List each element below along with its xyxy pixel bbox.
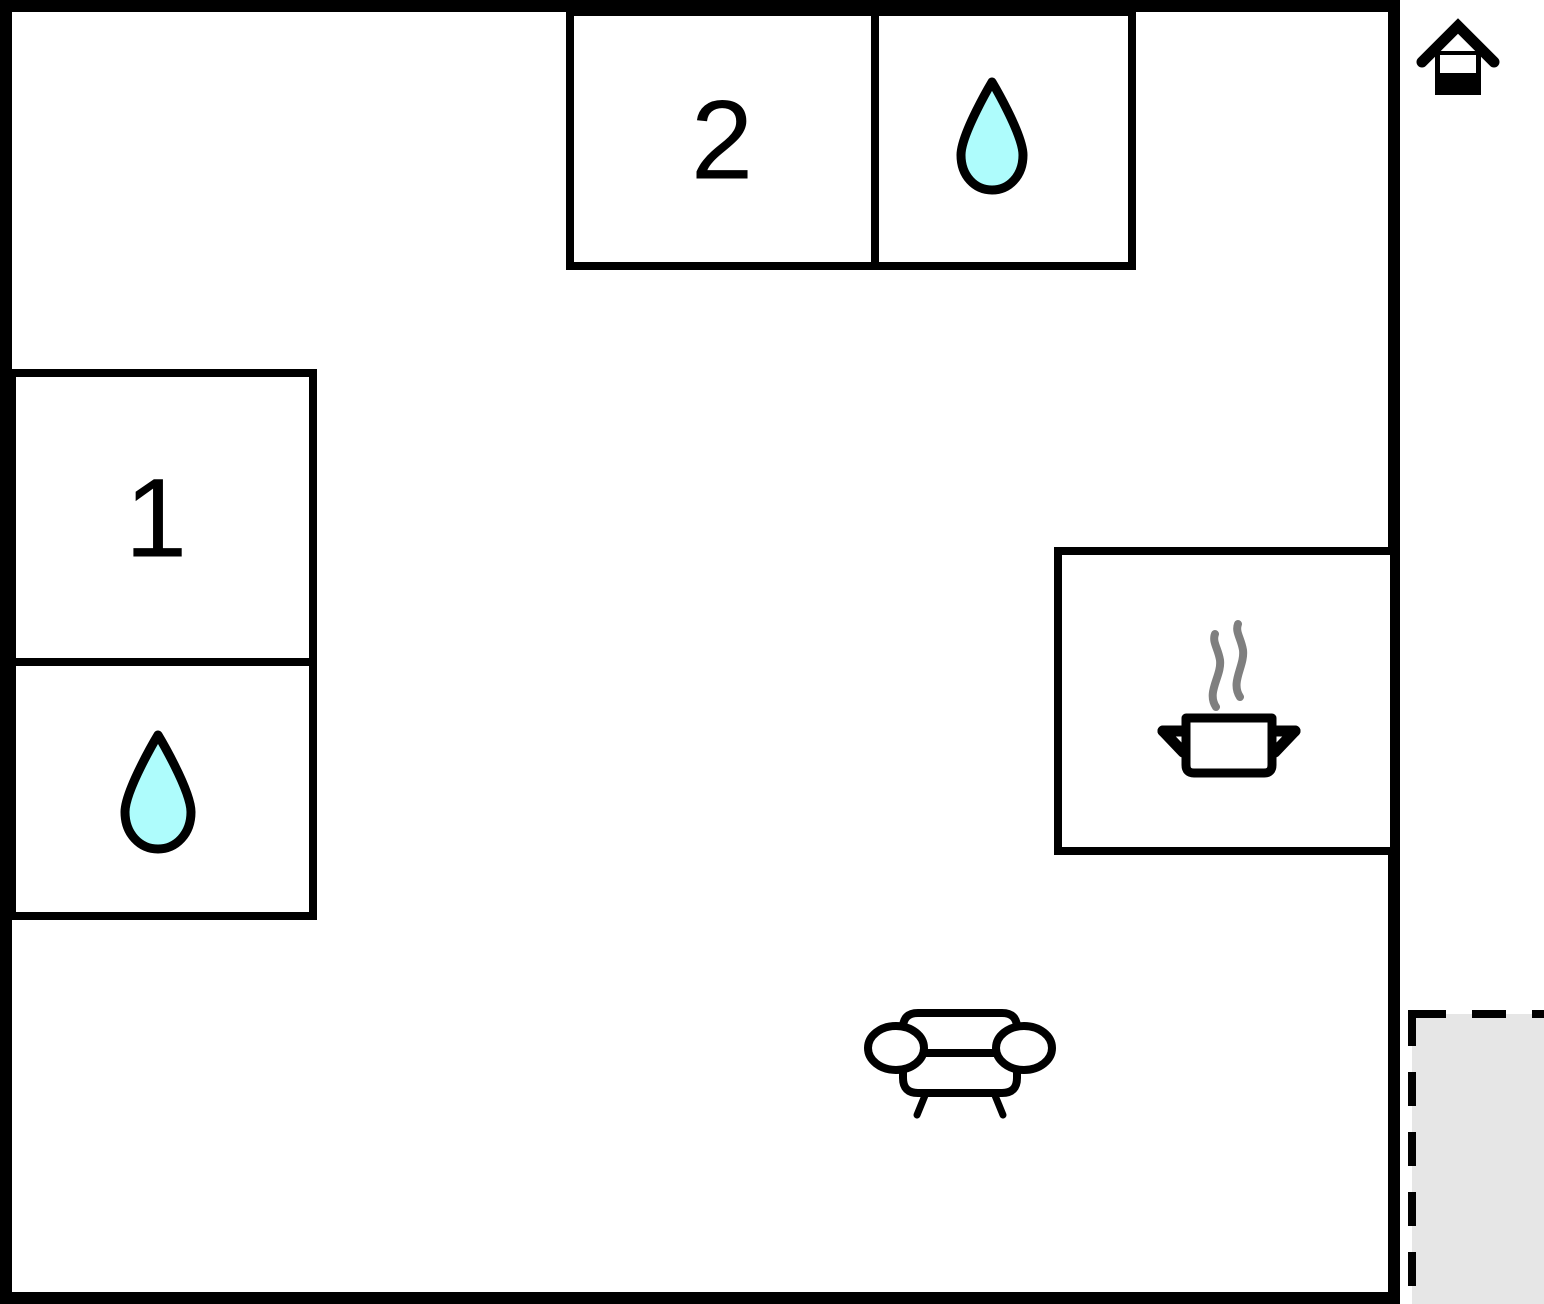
sofa-backrest bbox=[899, 1009, 1021, 1057]
room-1-group[interactable]: 1 bbox=[8, 369, 317, 920]
sofa-seat bbox=[899, 1049, 1021, 1097]
room-2-number-box bbox=[566, 8, 879, 270]
water-drop-icon bbox=[120, 730, 196, 854]
water-drop-icon bbox=[956, 77, 1028, 195]
room-2-group[interactable]: 2 bbox=[566, 8, 1136, 270]
wall-left bbox=[0, 0, 12, 1304]
sofa-leg-left bbox=[913, 1089, 930, 1119]
sofa-icon bbox=[864, 1009, 1056, 1119]
kitchen-group[interactable] bbox=[1054, 547, 1398, 855]
house-roof bbox=[1416, 18, 1500, 68]
balcony-area bbox=[1408, 1010, 1544, 1304]
sofa-leg-right bbox=[990, 1089, 1007, 1119]
wall-bottom bbox=[0, 1292, 1400, 1304]
pot-steam-left bbox=[1208, 630, 1225, 711]
room-2-number-label: 2 bbox=[691, 78, 753, 203]
sofa-armrest-right bbox=[992, 1022, 1056, 1074]
sofa-armrest-left bbox=[864, 1022, 928, 1074]
pot-steam-right bbox=[1232, 620, 1248, 701]
room-1-number-label: 1 bbox=[125, 456, 187, 581]
house-icon bbox=[1416, 18, 1500, 95]
pot-handle-left-angle bbox=[1157, 725, 1189, 758]
pot-body bbox=[1181, 713, 1277, 778]
kitchen-box bbox=[1054, 547, 1398, 855]
balcony-annex[interactable] bbox=[1408, 1010, 1544, 1304]
pot-handle-right-angle bbox=[1269, 725, 1301, 758]
house-window bbox=[1440, 55, 1476, 73]
cooking-pot-icon bbox=[1157, 620, 1301, 778]
